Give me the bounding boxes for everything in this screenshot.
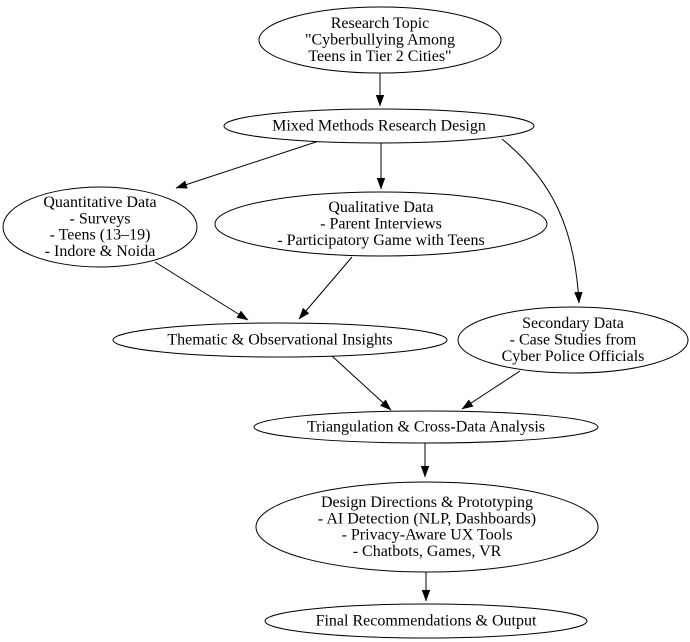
node-research-topic-label-line-2: "Cyberbullying Among	[305, 32, 455, 49]
node-thematic-observational-insights-label-line-1: Thematic & Observational Insights	[167, 332, 392, 349]
node-qualitative-data-label-line-3: - Participatory Game with Teens	[277, 232, 484, 249]
node-secondary-data-label-line-2: - Case Studies from	[510, 332, 637, 349]
node-thematic-observational-insights-ellipse	[112, 322, 448, 358]
node-research-topic-ellipse	[258, 6, 502, 74]
node-design-directions-prototyping-label-line-1: Design Directions & Prototyping	[321, 494, 533, 511]
node-qualitative-data: Qualitative Data- Parent Interviews- Par…	[214, 191, 548, 257]
node-qualitative-data-label-line-2: - Parent Interviews	[320, 216, 442, 233]
edge-thematic-observational-insights-to-triangulation-cross-data-analysis	[331, 355, 392, 411]
node-quantitative-data-label-line-1: Quantitative Data	[43, 194, 156, 211]
node-design-directions-prototyping-label-line-4: - Chatbots, Games, VR	[353, 543, 502, 560]
node-quantitative-data-label-line-4: - Indore & Noida	[45, 243, 156, 260]
node-research-topic: Research Topic"Cyberbullying AmongTeens …	[258, 6, 502, 74]
node-final-recommendations-output-label-line-1: Final Recommendations & Output	[316, 613, 537, 630]
node-design-directions-prototyping-ellipse	[255, 481, 599, 573]
node-mixed-methods-research-design-ellipse	[223, 108, 535, 144]
node-thematic-observational-insights: Thematic & Observational Insights	[112, 322, 448, 358]
node-qualitative-data-label-line-1: Qualitative Data	[328, 199, 433, 216]
node-research-topic-label-line-3: Teens in Tier 2 Cities"	[308, 48, 451, 65]
node-quantitative-data-label-line-2: - Surveys	[70, 210, 131, 227]
node-quantitative-data-ellipse	[2, 186, 198, 268]
node-design-directions-prototyping-label-line-3: - Privacy-Aware UX Tools	[342, 527, 513, 544]
node-design-directions-prototyping-label-line-2: - AI Detection (NLP, Dashboards)	[318, 510, 536, 527]
node-triangulation-cross-data-analysis-label-line-1: Triangulation & Cross-Data Analysis	[307, 419, 545, 436]
edge-mixed-methods-research-design-to-quantitative-data	[175, 139, 323, 189]
node-final-recommendations-output: Final Recommendations & Output	[264, 603, 588, 639]
node-quantitative-data: Quantitative Data- Surveys- Teens (13–19…	[2, 186, 198, 268]
node-triangulation-cross-data-analysis-ellipse	[253, 410, 599, 444]
node-triangulation-cross-data-analysis: Triangulation & Cross-Data Analysis	[253, 410, 599, 444]
node-mixed-methods-research-design-label-line-1: Mixed Methods Research Design	[272, 118, 486, 135]
node-design-directions-prototyping: Design Directions & Prototyping- AI Dete…	[255, 481, 599, 573]
node-qualitative-data-ellipse	[214, 191, 548, 257]
edges-layer	[154, 73, 583, 602]
edge-secondary-data-to-triangulation-cross-data-analysis	[461, 370, 521, 410]
nodes-layer: Research Topic"Cyberbullying AmongTeens …	[2, 6, 689, 639]
node-mixed-methods-research-design: Mixed Methods Research Design	[223, 108, 535, 144]
edge-mixed-methods-research-design-to-secondary-data	[501, 138, 583, 304]
node-quantitative-data-label-line-3: - Teens (13–19)	[50, 227, 151, 244]
node-final-recommendations-output-ellipse	[264, 603, 588, 639]
edge-quantitative-data-to-thematic-observational-insights	[154, 261, 249, 321]
node-secondary-data-label-line-3: Cyber Police Officials	[502, 348, 645, 365]
edge-qualitative-data-to-thematic-observational-insights	[298, 256, 353, 320]
node-secondary-data-label-line-1: Secondary Data	[522, 315, 624, 332]
node-secondary-data-ellipse	[457, 306, 689, 374]
node-research-topic-label-line-1: Research Topic	[331, 15, 430, 32]
